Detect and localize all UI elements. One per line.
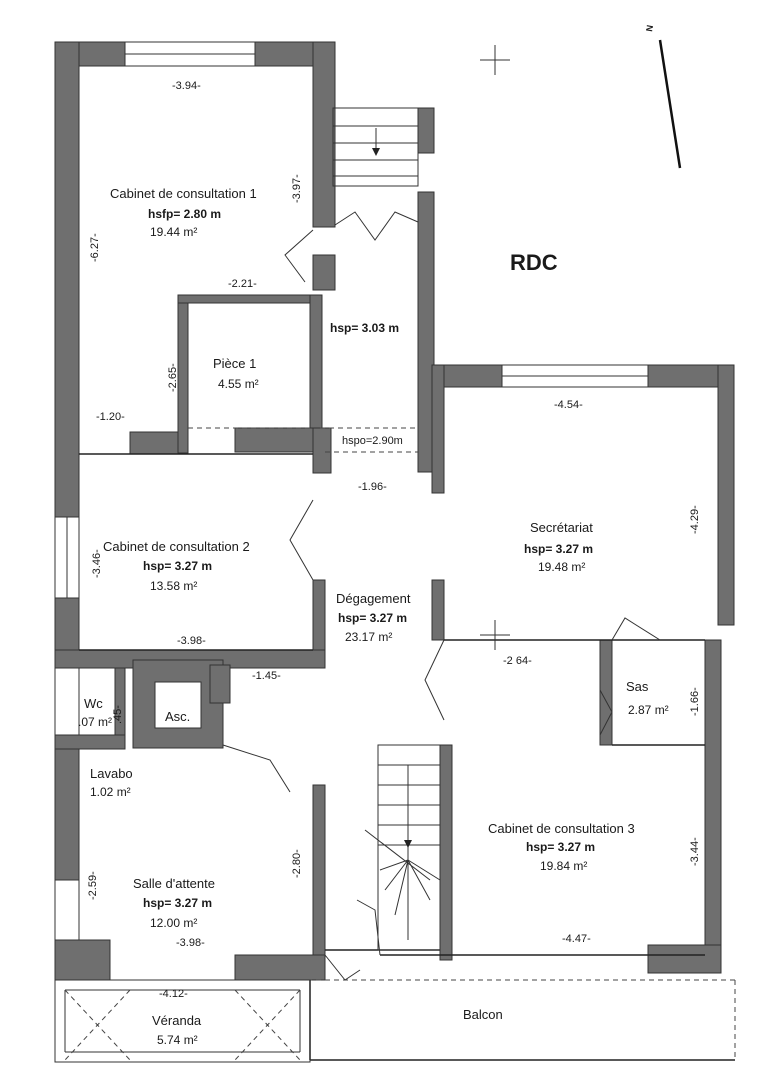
piece1-area: 4.55 m² xyxy=(218,377,259,391)
dim-label: -4.12- xyxy=(159,988,188,1000)
dim-label: -2.80- xyxy=(291,849,303,878)
dim-label: -1.20- xyxy=(96,411,125,423)
cabinet3-area: 19.84 m² xyxy=(540,859,587,873)
lavabo-area: 1.02 m² xyxy=(90,785,131,799)
cabinet1-hsp: hsfp= 2.80 m xyxy=(148,207,221,221)
sas-area: 2.87 m² xyxy=(628,703,669,717)
salle-attente-area: 12.00 m² xyxy=(150,916,197,930)
balcon-name: Balcon xyxy=(463,1007,503,1022)
dim-label: -2.21- xyxy=(228,278,257,290)
sas-name: Sas xyxy=(626,679,649,694)
wc-name: Wc xyxy=(84,696,103,711)
hall-hspo: hspo=2.90m xyxy=(342,435,403,447)
dim-label: -3.97- xyxy=(291,174,303,203)
salle-attente-name: Salle d'attente xyxy=(133,876,215,891)
salle-attente-hsp: hsp= 3.27 m xyxy=(143,896,212,910)
plan-lines xyxy=(54,39,736,1063)
dim-label: -4.29- xyxy=(689,505,701,534)
door-swings xyxy=(222,211,661,981)
dim-label: .45- xyxy=(112,705,124,724)
cabinet2-area: 13.58 m² xyxy=(150,579,197,593)
hall-hsp: hsp= 3.03 m xyxy=(330,321,399,335)
dim-label: -1.45- xyxy=(252,670,281,682)
secretariat-area: 19.48 m² xyxy=(538,560,585,574)
dim-label: -1.66- xyxy=(689,687,701,716)
cabinet2-name: Cabinet de consultation 2 xyxy=(103,539,250,554)
dim-label: -4.54- xyxy=(554,399,583,411)
level-title: RDC xyxy=(510,250,558,275)
dimension-labels: -3.94- -3.97- -6.27- -2.21- -2.65- -1.20… xyxy=(87,80,701,1000)
degagement-hsp: hsp= 3.27 m xyxy=(338,611,407,625)
dim-label: -3.46- xyxy=(91,549,103,578)
dim-label: -4.47- xyxy=(562,933,591,945)
dim-label: -6.27- xyxy=(89,233,101,262)
dim-label: -3.44- xyxy=(689,837,701,866)
walls xyxy=(54,41,735,981)
cabinet1-name: Cabinet de consultation 1 xyxy=(110,186,257,201)
dim-label: -3.98- xyxy=(177,635,206,647)
cabinet3-name: Cabinet de consultation 3 xyxy=(488,821,635,836)
cabinet1-area: 19.44 m² xyxy=(150,225,197,239)
labels: RDC N Cabinet de consultation 1 hsfp= 2.… xyxy=(78,24,669,1047)
cabinet3-hsp: hsp= 3.27 m xyxy=(526,840,595,854)
dim-label: -2 64- xyxy=(503,655,532,667)
veranda-name: Véranda xyxy=(152,1013,202,1028)
dim-label: -1.96- xyxy=(358,481,387,493)
cabinet2-hsp: hsp= 3.27 m xyxy=(143,559,212,573)
veranda-area: 5.74 m² xyxy=(157,1033,198,1047)
dim-label: -3.94- xyxy=(172,80,201,92)
dim-label: -2.59- xyxy=(87,871,99,900)
degagement-name: Dégagement xyxy=(336,591,411,606)
piece1-name: Pièce 1 xyxy=(213,356,256,371)
north-label: N xyxy=(644,24,655,32)
dim-label: -3.98- xyxy=(176,937,205,949)
wc-area: .07 m² xyxy=(78,715,112,729)
degagement-area: 23.17 m² xyxy=(345,630,392,644)
dim-label: -2.65- xyxy=(167,363,179,392)
secretariat-hsp: hsp= 3.27 m xyxy=(524,542,593,556)
asc-name: Asc. xyxy=(165,709,190,724)
lavabo-name: Lavabo xyxy=(90,766,133,781)
secretariat-name: Secrétariat xyxy=(530,520,593,535)
